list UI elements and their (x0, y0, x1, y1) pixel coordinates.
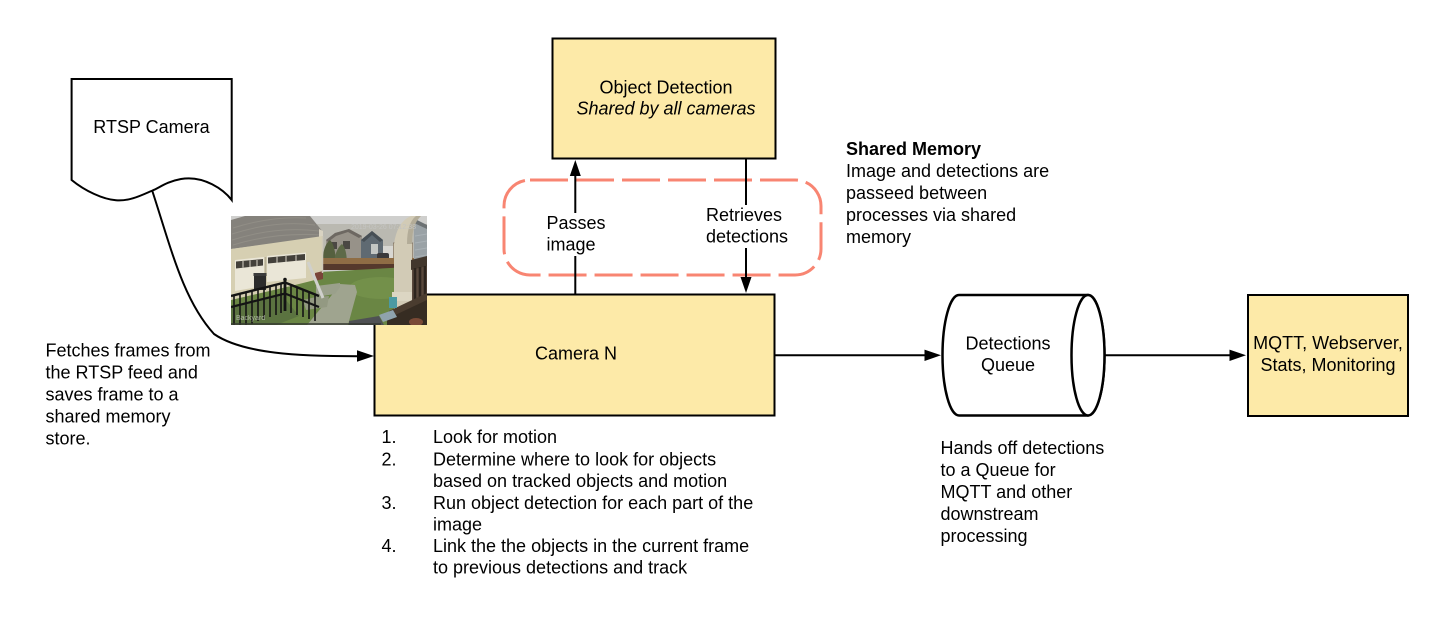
svg-text:Shared Memory: Shared Memory (846, 139, 981, 159)
svg-text:3.: 3. (382, 493, 397, 513)
svg-text:1.: 1. (382, 427, 397, 447)
svg-text:Link the the objects in the cu: Link the the objects in the current fram… (433, 536, 749, 556)
svg-text:Backyard: Backyard (236, 315, 265, 322)
svg-text:processing: processing (941, 526, 1028, 546)
svg-text:passeed between: passeed between (846, 183, 987, 203)
svg-text:MQTT, Webserver,: MQTT, Webserver, (1253, 333, 1403, 353)
svg-text:Shared by all cameras: Shared by all cameras (576, 99, 755, 119)
svg-text:2019-03-26 07:12:38: 2019-03-26 07:12:38 (351, 224, 416, 231)
svg-text:RTSP Camera: RTSP Camera (93, 117, 210, 137)
svg-text:saves frame to a: saves frame to a (46, 385, 180, 405)
svg-text:downstream: downstream (941, 504, 1039, 524)
svg-text:Object Detection: Object Detection (599, 78, 732, 98)
svg-text:Retrieves: Retrieves (706, 205, 782, 225)
svg-text:store.: store. (46, 429, 91, 449)
svg-text:the RTSP feed and: the RTSP feed and (46, 363, 198, 383)
svg-text:image: image (433, 515, 482, 535)
svg-text:detections: detections (706, 226, 788, 246)
svg-text:MQTT and other: MQTT and other (941, 482, 1073, 502)
svg-text:Fetches frames from: Fetches frames from (46, 341, 211, 361)
svg-text:memory: memory (846, 227, 911, 247)
svg-text:to a Queue for: to a Queue for (941, 460, 1056, 480)
svg-text:Look for motion: Look for motion (433, 427, 557, 447)
svg-text:Determine where to look for ob: Determine where to look for objects (433, 450, 716, 470)
svg-text:Stats, Monitoring: Stats, Monitoring (1260, 355, 1395, 375)
svg-text:Detections: Detections (965, 333, 1050, 353)
svg-text:Hands off detections: Hands off detections (941, 438, 1105, 458)
svg-text:Run object detection for each: Run object detection for each part of th… (433, 493, 753, 513)
svg-text:Image and detections are: Image and detections are (846, 161, 1049, 181)
svg-text:shared memory: shared memory (46, 407, 171, 427)
svg-text:to previous detections and tra: to previous detections and track (433, 558, 688, 578)
svg-text:Passes: Passes (547, 213, 606, 233)
svg-text:Camera N: Camera N (535, 344, 617, 364)
svg-text:image: image (547, 234, 596, 254)
svg-text:Queue: Queue (981, 355, 1035, 375)
svg-text:based on tracked objects and m: based on tracked objects and motion (433, 471, 727, 491)
svg-text:2.: 2. (382, 450, 397, 470)
svg-text:4.: 4. (382, 536, 397, 556)
svg-text:processes via shared: processes via shared (846, 205, 1016, 225)
